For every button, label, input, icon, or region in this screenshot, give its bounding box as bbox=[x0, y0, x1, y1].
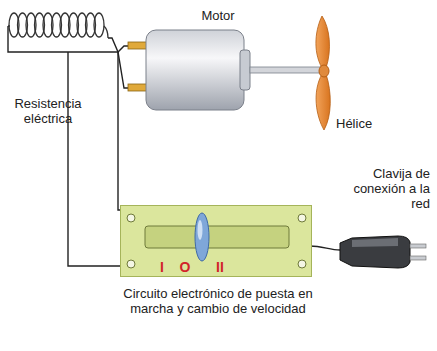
plug-highlight bbox=[352, 238, 398, 247]
caption-label: Circuito electrónico de puesta en marcha… bbox=[108, 286, 328, 316]
propeller-blade bbox=[316, 74, 330, 130]
speed-mark: I bbox=[145, 259, 179, 275]
switch-board: IOII bbox=[120, 205, 312, 277]
plug-pin bbox=[410, 256, 426, 260]
part-label: Hélice bbox=[336, 116, 396, 131]
part-label-text: Motor bbox=[201, 8, 234, 23]
part-label-text: Hélice bbox=[336, 116, 372, 131]
part-label: Resistencia eléctrica bbox=[2, 96, 94, 126]
terminal bbox=[128, 84, 148, 91]
caption-label-text: Circuito electrónico de puesta en marcha… bbox=[123, 286, 312, 316]
propeller-blade bbox=[316, 16, 330, 68]
part-label: Clavija de conexión a la red bbox=[338, 166, 430, 211]
shaft bbox=[250, 67, 322, 73]
part-label: Motor bbox=[188, 8, 248, 23]
speed-mark: II bbox=[203, 259, 237, 275]
part-label-text: Resistencia eléctrica bbox=[14, 96, 81, 126]
motor-body bbox=[146, 30, 244, 110]
plug-pin bbox=[410, 244, 426, 248]
plug-body bbox=[340, 236, 410, 268]
terminal bbox=[128, 42, 148, 49]
motor-bearing bbox=[240, 50, 250, 90]
part-label-text: Clavija de conexión a la red bbox=[353, 166, 430, 211]
propeller-hub bbox=[319, 65, 329, 77]
speed-mark: O bbox=[168, 259, 202, 275]
resistor-coil bbox=[8, 13, 108, 38]
